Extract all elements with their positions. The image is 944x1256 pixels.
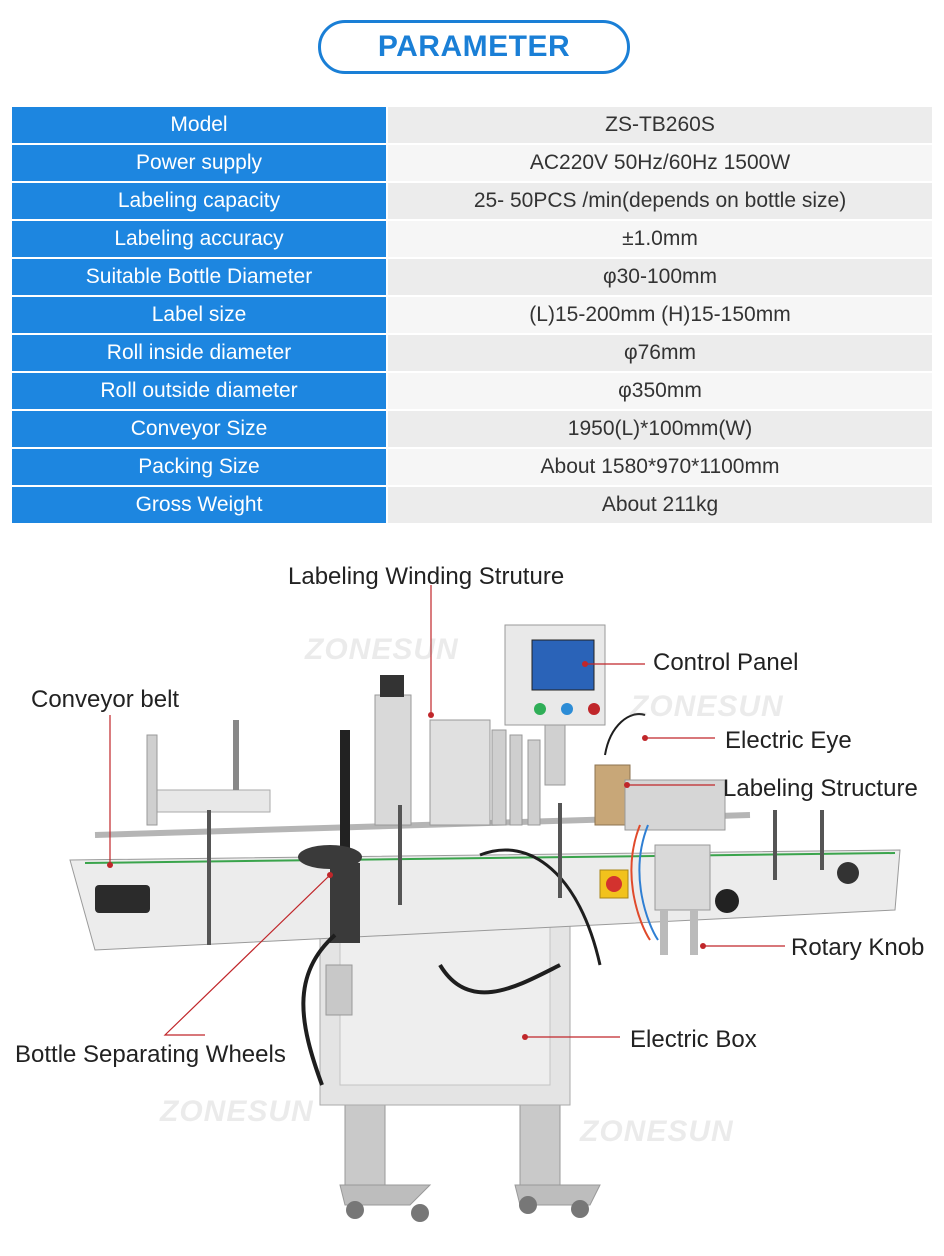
spec-value: 25- 50PCS /min(depends on bottle size) [386,181,934,221]
callout-bottle-separating-wheels: Bottle Separating Wheels [15,1041,286,1068]
spec-value: φ76mm [386,333,934,373]
spec-value: (L)15-200mm (H)15-150mm [386,295,934,335]
callout-conveyor-belt: Conveyor belt [31,686,180,713]
spec-label: Labeling capacity [10,181,388,221]
spec-label: Roll outside diameter [10,371,388,411]
machine-diagram: ZONESUN ZONESUN ZONESUN ZONESUN Labeling… [0,545,944,1256]
spec-value: ±1.0mm [386,219,934,259]
spec-value: AC220V 50Hz/60Hz 1500W [386,143,934,183]
spec-label: Model [10,105,388,145]
callout-rotary-knob: Rotary Knob [791,934,925,961]
watermark-text: ZONESUN [580,1115,734,1148]
table-row: Label size(L)15-200mm (H)15-150mm [10,295,934,335]
spec-label: Roll inside diameter [10,333,388,373]
callout-winding-structure: Labeling Winding Struture [288,563,565,590]
spec-value: 1950(L)*100mm(W) [386,409,934,449]
spec-label: Labeling accuracy [10,219,388,259]
page-title: PARAMETER [318,20,630,74]
spec-label: Power supply [10,143,388,183]
spec-value: About 211kg [386,485,934,525]
spec-value: ZS-TB260S [386,105,934,145]
table-row: Labeling accuracy±1.0mm [10,219,934,259]
spec-label: Packing Size [10,447,388,487]
watermark-text: ZONESUN [630,690,784,723]
callout-electric-eye: Electric Eye [725,727,852,754]
spec-label: Label size [10,295,388,335]
spec-value: φ350mm [386,371,934,411]
spec-label: Conveyor Size [10,409,388,449]
callout-labeling-structure: Labeling Structure [723,775,918,802]
watermark-text: ZONESUN [305,633,459,666]
machine-illustration [69,585,901,1222]
callout-control-panel: Control Panel [653,649,799,676]
callout-electric-box: Electric Box [630,1026,757,1053]
watermark-text: ZONESUN [160,1095,314,1128]
spec-value: φ30-100mm [386,257,934,297]
spec-label: Suitable Bottle Diameter [10,257,388,297]
spec-value: About 1580*970*1100mm [386,447,934,487]
spec-label: Gross Weight [10,485,388,525]
